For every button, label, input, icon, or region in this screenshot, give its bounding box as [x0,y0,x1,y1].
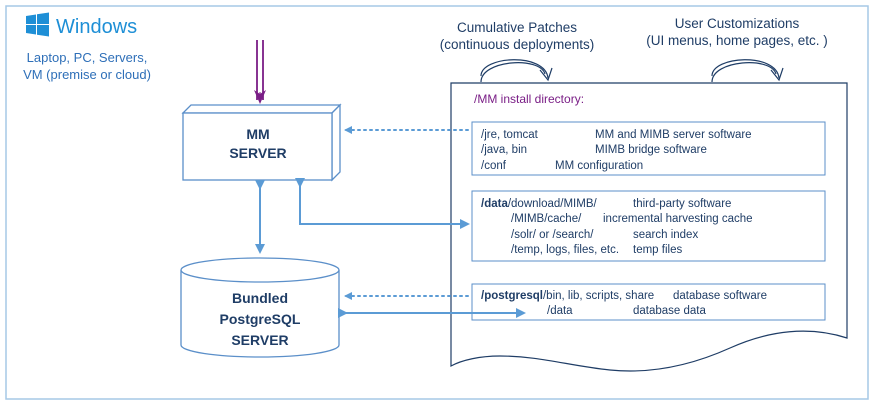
data-row-4-path: /temp, logs, files, etc. [511,244,619,256]
outer-frame [5,5,869,400]
software-row-2-desc: MIMB bridge software [595,144,707,156]
patches-label-line-1: Cumulative Patches [457,20,577,35]
windows-logo-icon [26,12,49,37]
data-row-1: /data/download/MIMB/ [481,198,597,210]
software-row-1-path: /jre, tomcat [481,129,539,141]
postgresql-label-line-2: PostgreSQL [220,311,301,327]
patches-label-line-2: (continuous deployments) [440,37,595,52]
software-row-3-desc: MM configuration [555,160,643,172]
postgresql-label-line-1: Bundled [232,290,288,306]
database-row-1-path: /bin, lib, scripts, share [543,290,654,302]
data-section-box [471,190,826,262]
database-prefix: /postgresql [481,290,543,302]
curved-arrow-icon [480,59,553,83]
database-row-2-desc: database data [633,305,707,317]
platform-caption-line-1: Laptop, PC, Servers, [27,50,148,65]
windows-brand-text: Windows [56,16,137,38]
platform-caption-line-2: VM (premise or cloud) [23,67,151,82]
data-row-3-desc: search index [633,229,698,241]
database-row-1: /postgresql/bin, lib, scripts, share [481,290,654,302]
database-section-box [471,283,826,321]
software-section-box [471,121,826,176]
data-prefix: /data [481,198,508,210]
data-row-4-desc: temp files [633,244,682,256]
mm-server-label-line-2: SERVER [229,145,286,161]
mm-server-box [181,103,342,182]
database-row-1-desc: database software [673,290,767,302]
postgresql-server-cylinder [180,257,340,358]
database-row-2-path: /data [547,305,573,317]
curved-arrow-icon [711,59,784,83]
data-row-1-desc: third-party software [633,198,731,210]
customizations-label-line-2: (UI menus, home pages, etc. ) [646,33,828,48]
data-row-2-path: /MIMB/cache/ [511,213,582,225]
server-data-arrow [295,178,470,229]
postgresql-label-line-3: SERVER [231,332,288,348]
software-row-1-desc: MM and MIMB server software [595,129,752,141]
install-directory-label: /MM install directory: [474,92,584,106]
customizations-label-line-1: User Customizations [675,16,800,31]
data-row-2-desc: incremental harvesting cache [603,213,753,225]
software-row-3-path: /conf [481,160,507,172]
software-row-2-path: /java, bin [481,144,527,156]
mm-server-label-line-1: MM [246,126,269,142]
incoming-request-arrow [254,40,266,104]
data-row-1-path: /download/MIMB/ [508,198,598,210]
data-row-3-path: /solr/ or /search/ [511,229,594,241]
